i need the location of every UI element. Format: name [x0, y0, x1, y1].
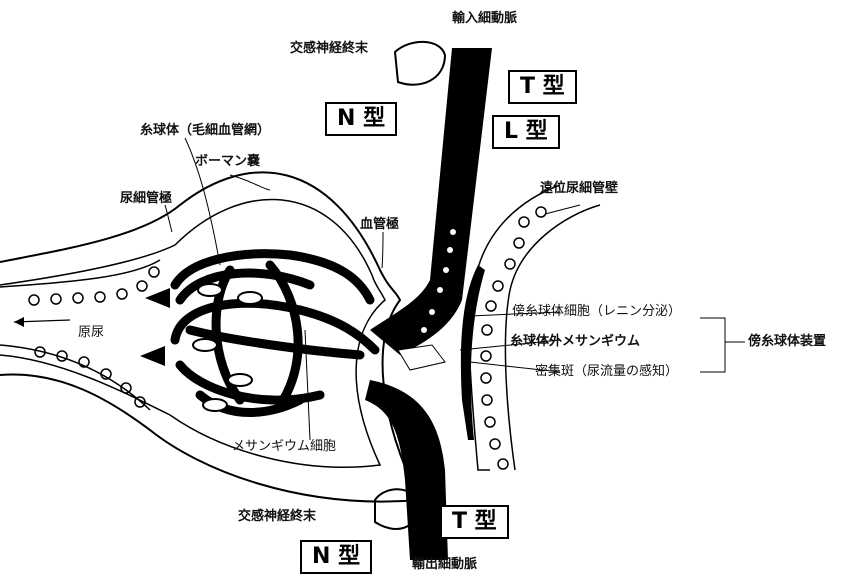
urinary-pole-label: 尿細管極	[120, 192, 172, 205]
type-box-t-bottom: T 型	[440, 505, 509, 539]
proximal-tubule-upper-wall	[0, 260, 160, 287]
arrowhead-bottom	[140, 346, 165, 366]
efferent-arteriole-label: 輸出細動脈	[412, 558, 477, 571]
type-box-n-bottom: N 型	[300, 540, 372, 574]
sympathetic-bottom-label: 交感神経終末	[238, 510, 316, 523]
sympathetic-top-label: 交感神経終末	[290, 42, 368, 55]
juxtaglomerular-cell-label: 傍糸球体細胞（レニン分泌）	[512, 305, 681, 318]
vascular-pole-label: 血管極	[360, 218, 399, 231]
arrowhead-top	[145, 288, 170, 308]
extraglomerular-mesangium-label: 糸球体外メサンギウム	[510, 335, 640, 348]
primary-urine-label: 原尿	[78, 326, 104, 339]
efferent-arteriole-shape	[365, 380, 448, 560]
mesangial-cell-label: メサンギウム細胞	[232, 440, 336, 453]
proximal-tubule-lower-wall	[0, 345, 150, 410]
glomerulus-label: 糸球体（毛細血管網）	[140, 124, 270, 137]
tubule-cells-upper	[29, 267, 159, 305]
afferent-arteriole-label: 輸入細動脈	[452, 12, 517, 25]
bowman-capsule-label: ボーマン嚢	[195, 155, 260, 168]
sympathetic-nerve-top	[395, 42, 445, 85]
tubule-cells-lower	[35, 347, 145, 407]
distal-tubule-wall-label: 遠位尿細管壁	[540, 182, 618, 195]
jga-label: 傍糸球体装置	[748, 335, 826, 348]
capillary-loops	[175, 254, 375, 413]
macula-densa-label: 密集斑（尿流量の感知）	[535, 365, 678, 378]
type-box-n-top: N 型	[325, 102, 397, 136]
type-box-l-top: L 型	[492, 115, 560, 149]
extraglomerular-mesangium-shape	[398, 345, 445, 370]
type-box-t-top: T 型	[508, 70, 577, 104]
